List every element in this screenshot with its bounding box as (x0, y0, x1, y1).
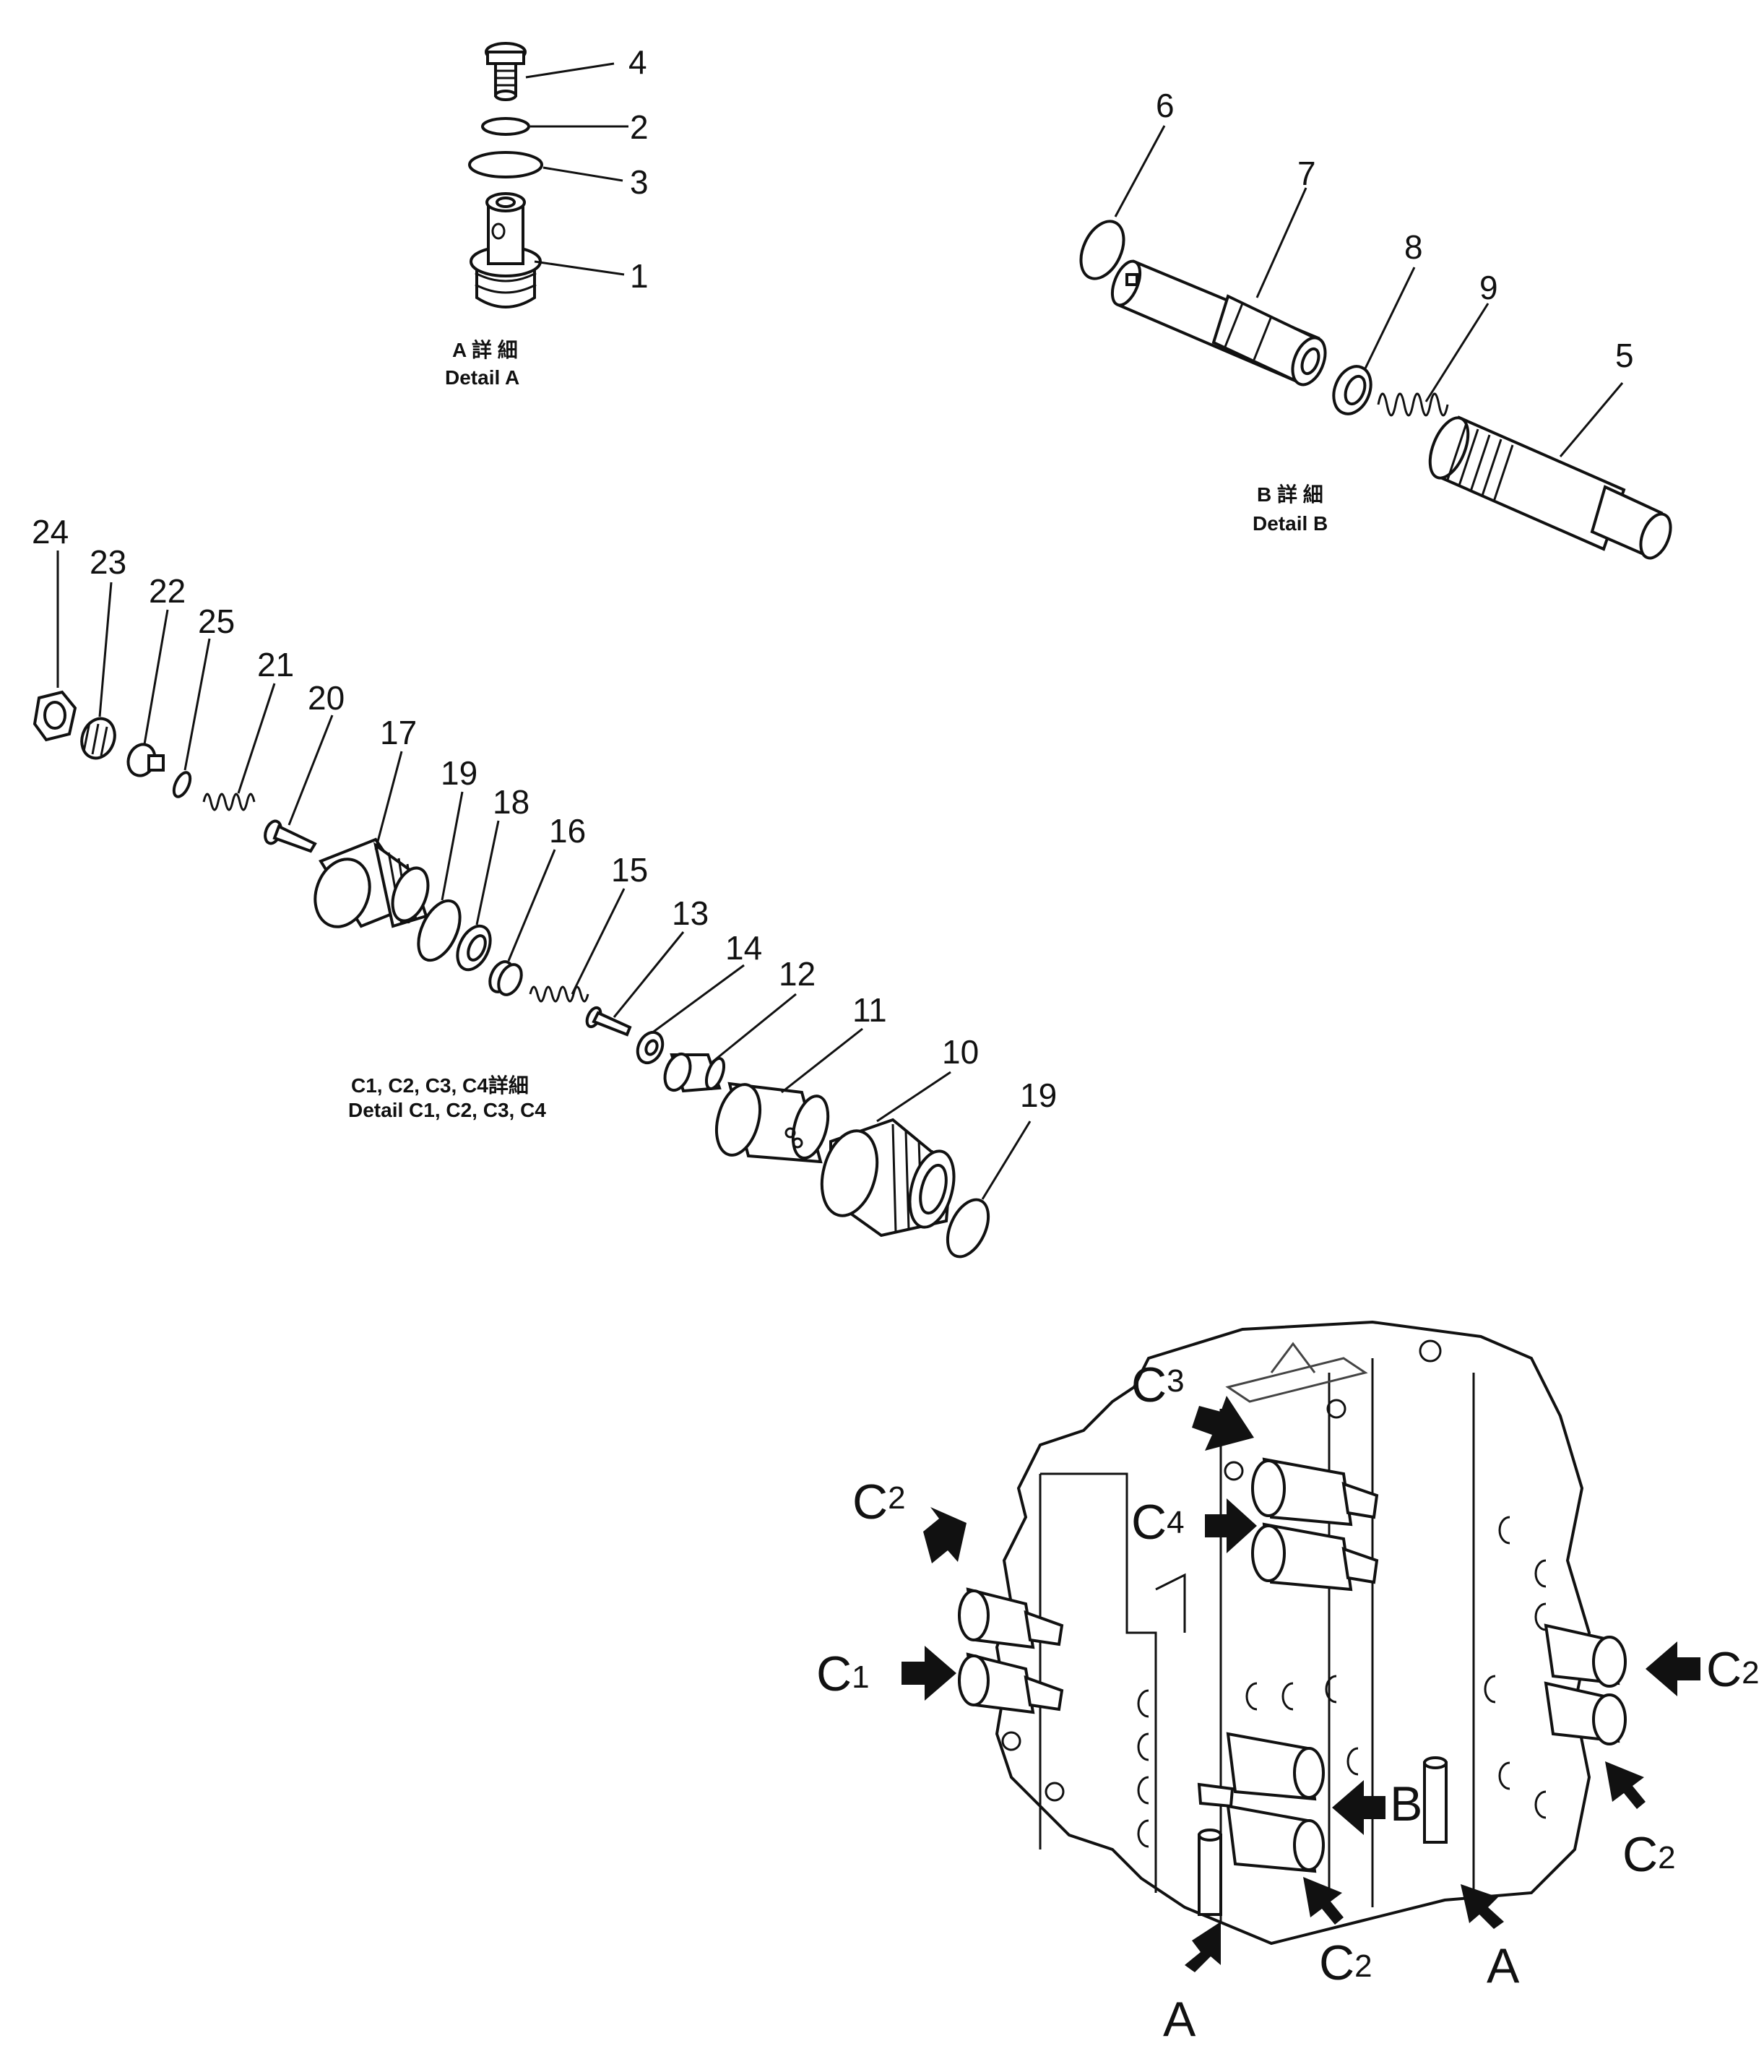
part-14-washer (636, 1030, 665, 1065)
detail-a: 4 2 3 1 A 詳 細 Detail A (445, 42, 649, 389)
valve-ports (1001, 1516, 1547, 1848)
label-part-8: 8 (1404, 228, 1423, 266)
label-part-16: 16 (549, 812, 586, 850)
detail-a-title-ja: A 詳 細 (452, 338, 518, 361)
label-part-4: 4 (628, 43, 647, 81)
label-part-6: 6 (1156, 87, 1175, 124)
label-part-3: 3 (630, 163, 649, 201)
label-part-18: 18 (493, 783, 529, 821)
location-label-c4: C4 (1131, 1495, 1185, 1550)
arrow-c1 (902, 1646, 956, 1701)
arrow-b (1332, 1780, 1385, 1835)
control-valve-assembly: C3 C4 C2 C1 C2 C2 B C2 A A (816, 1320, 1760, 2047)
part-5-plug (1428, 415, 1672, 560)
detail-c-title-en: Detail C1, C2, C3, C4 (348, 1099, 546, 1121)
label-part-1: 1 (630, 257, 649, 295)
valve-c2-right (1544, 1623, 1627, 1745)
label-part-20: 20 (308, 679, 345, 717)
label-part-9: 9 (1479, 269, 1498, 306)
part-21-spring (202, 793, 256, 811)
part-17-body (314, 837, 430, 928)
detail-a-title-en: Detail A (445, 366, 519, 389)
valve-c3-c4 (1251, 1457, 1379, 1592)
detail-c-title-ja: C1, C2, C3, C4詳細 (351, 1074, 529, 1097)
label-part-11: 11 (852, 991, 887, 1029)
part-11-piston (715, 1082, 830, 1164)
part-6-o-ring (1079, 220, 1125, 280)
label-part-2: 2 (630, 108, 649, 146)
label-part-5: 5 (1615, 337, 1634, 374)
valve-a-fittings (1198, 1756, 1448, 1916)
arrow-c2-left (923, 1507, 967, 1563)
part-23-cap (80, 717, 116, 760)
label-part-7: 7 (1297, 155, 1316, 192)
location-label-a-right: A (1487, 1938, 1520, 1993)
arrow-c2-right-top (1646, 1641, 1700, 1696)
label-part-12: 12 (779, 955, 816, 993)
part-19-o-ring-lower (946, 1198, 990, 1259)
part-9-spring (1377, 392, 1449, 417)
valve-b-and-c2-bottom (1197, 1732, 1325, 1873)
part-8-ring (1332, 365, 1372, 415)
arrow-a-left (1185, 1922, 1221, 1972)
arrow-c2-bottom (1303, 1877, 1344, 1925)
label-part-19-lower: 19 (1020, 1076, 1057, 1114)
detail-c: 24 23 22 25 21 20 17 19 18 16 15 13 14 1… (32, 513, 1057, 1259)
arrow-c2-right-bottom (1605, 1761, 1646, 1809)
part-2-o-ring (481, 117, 530, 136)
location-label-a-left: A (1163, 1992, 1196, 2047)
part-25-o-ring (172, 771, 192, 798)
part-22-adjuster (126, 743, 165, 777)
part-18-ring (456, 924, 492, 972)
detail-b-title-en: Detail B (1253, 512, 1328, 535)
location-label-c2-left: C2 (852, 1475, 906, 1529)
part-10-housing (820, 1118, 956, 1238)
location-label-c2-right-bottom: C2 (1622, 1827, 1676, 1882)
location-label-c3: C3 (1131, 1357, 1185, 1412)
valve-c1-c2-left (958, 1587, 1064, 1714)
label-part-25: 25 (198, 603, 235, 640)
label-part-10: 10 (942, 1033, 979, 1071)
part-7-spool (1110, 259, 1327, 387)
part-1-fitting (470, 192, 542, 308)
label-part-15: 15 (611, 851, 648, 889)
arrow-c4 (1205, 1498, 1257, 1553)
arrow-a-right (1461, 1884, 1504, 1929)
part-3-o-ring (468, 151, 543, 178)
label-part-21: 21 (257, 646, 294, 683)
part-19-o-ring-upper (417, 899, 462, 962)
part-15-spring (529, 985, 589, 1003)
part-13-pin (585, 1006, 632, 1037)
arrow-c3 (1192, 1396, 1254, 1451)
part-16-ring (488, 960, 523, 996)
part-12-sleeve (663, 1052, 726, 1093)
label-part-17: 17 (380, 714, 417, 751)
part-4-screw (485, 42, 527, 101)
label-part-23: 23 (90, 543, 126, 581)
detail-b-title-ja: B 詳 細 (1257, 483, 1323, 506)
location-label-c1: C1 (816, 1646, 870, 1701)
label-part-24: 24 (32, 513, 69, 551)
location-label-b: B (1390, 1777, 1422, 1831)
part-20-poppet (264, 819, 317, 853)
label-part-13: 13 (672, 894, 709, 932)
part-24-nut (33, 690, 77, 742)
label-part-19-upper: 19 (441, 754, 477, 792)
location-label-c2-right-top: C2 (1706, 1642, 1760, 1697)
detail-b: 6 7 8 9 5 B 詳 細 Detail B (1079, 87, 1672, 560)
location-label-c2-bottom: C2 (1319, 1935, 1372, 1990)
label-part-22: 22 (149, 572, 186, 610)
label-part-14: 14 (725, 929, 762, 967)
